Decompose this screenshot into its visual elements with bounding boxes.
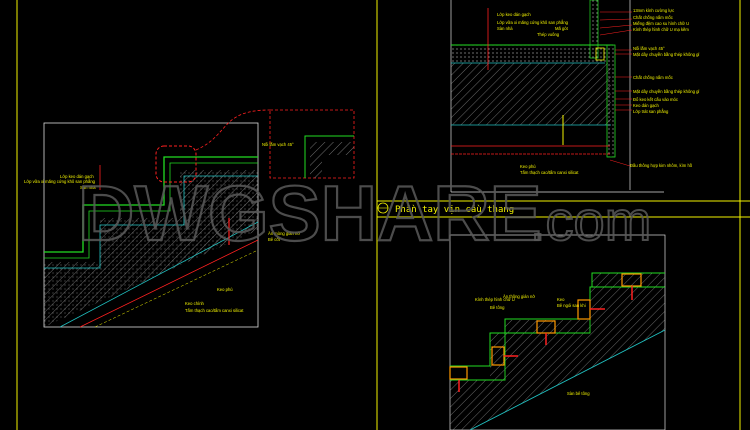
section-title: Phần tay vịn cầu thang: [377, 202, 514, 215]
label: Kính thép hình chữ U: [475, 297, 515, 302]
label: Kính thép hình chữ U mạ kẽm: [633, 27, 689, 32]
label: Mặt dây chuyền bằng thép không gỉ: [633, 89, 699, 94]
label: Lớp keo dán gạch: [497, 12, 531, 17]
label: Keo phủ: [217, 287, 233, 292]
label: Mã gót: [555, 26, 569, 31]
sheet-frame: [16, 0, 750, 430]
label: Miếng đệm cao su hình chữ U: [633, 21, 689, 26]
label: Sàn nhà: [497, 26, 513, 31]
label: Thép vuông: [537, 32, 560, 37]
label: Bê cốt: [268, 237, 281, 242]
label: Sàn nhà: [80, 185, 96, 190]
detail-callout: [155, 145, 197, 183]
label: Bê tông: [490, 305, 505, 310]
watermark-suffix: .com: [530, 189, 651, 252]
label: Sàn bê tông: [567, 391, 590, 396]
label: Đầu thông hợp kim nhôm, kìm hồ: [630, 163, 693, 168]
label: Chất chống nấm mốc: [633, 15, 673, 20]
label: Keo chính: [185, 301, 205, 306]
top-right-handrail-detail: Lớp keo dán gạch Lớp vữa xi măng cứng kh…: [450, 0, 699, 193]
bottom-right-stair-detail: Ăn thông gián nở Kính thép hình chữ U Bê…: [449, 234, 666, 430]
label: Tấm thạch cao/tấm canxi silicat: [520, 170, 579, 175]
label: Ăn thông gián nở: [503, 294, 535, 299]
label: Keo: [557, 297, 565, 302]
watermark-text: DWGSHARE: [78, 169, 542, 257]
watermark: DWGSHARE .com: [77, 168, 652, 258]
label: Mặt dây chuyền bằng thép không gỉ: [633, 52, 699, 57]
label: Tấm thạch cao/tấm canxi silicat: [185, 308, 244, 313]
left-stair-detail: Lớp keo dán gạch Lớp vữa xi măng cứng kh…: [24, 109, 355, 328]
label: Lớp trát san phẳng: [633, 109, 669, 114]
label: 13mm kính cường lực: [633, 8, 674, 13]
label: Nối lắm vạch 45°: [262, 142, 294, 147]
label: Keo dán gạch: [633, 103, 660, 108]
label: Lớp keo dán gạch: [60, 174, 94, 179]
label: Ăn mòng gián nở: [268, 231, 300, 236]
label: Keo phủ: [520, 164, 536, 169]
label: Đổ keo kết cấu vào móc: [633, 97, 678, 102]
label: Lớp vữa xi măng cứng khô san phẳng: [24, 179, 96, 184]
label: Chất chống nấm mốc: [633, 75, 673, 80]
label: Lớp vữa xi măng cứng khô san phẳng: [497, 20, 569, 25]
label: Bê ngói sau khi: [557, 303, 586, 308]
section-title-text: Phần tay vịn cầu thang: [395, 204, 514, 215]
label: Nối lắm vạch 45°: [633, 46, 665, 51]
